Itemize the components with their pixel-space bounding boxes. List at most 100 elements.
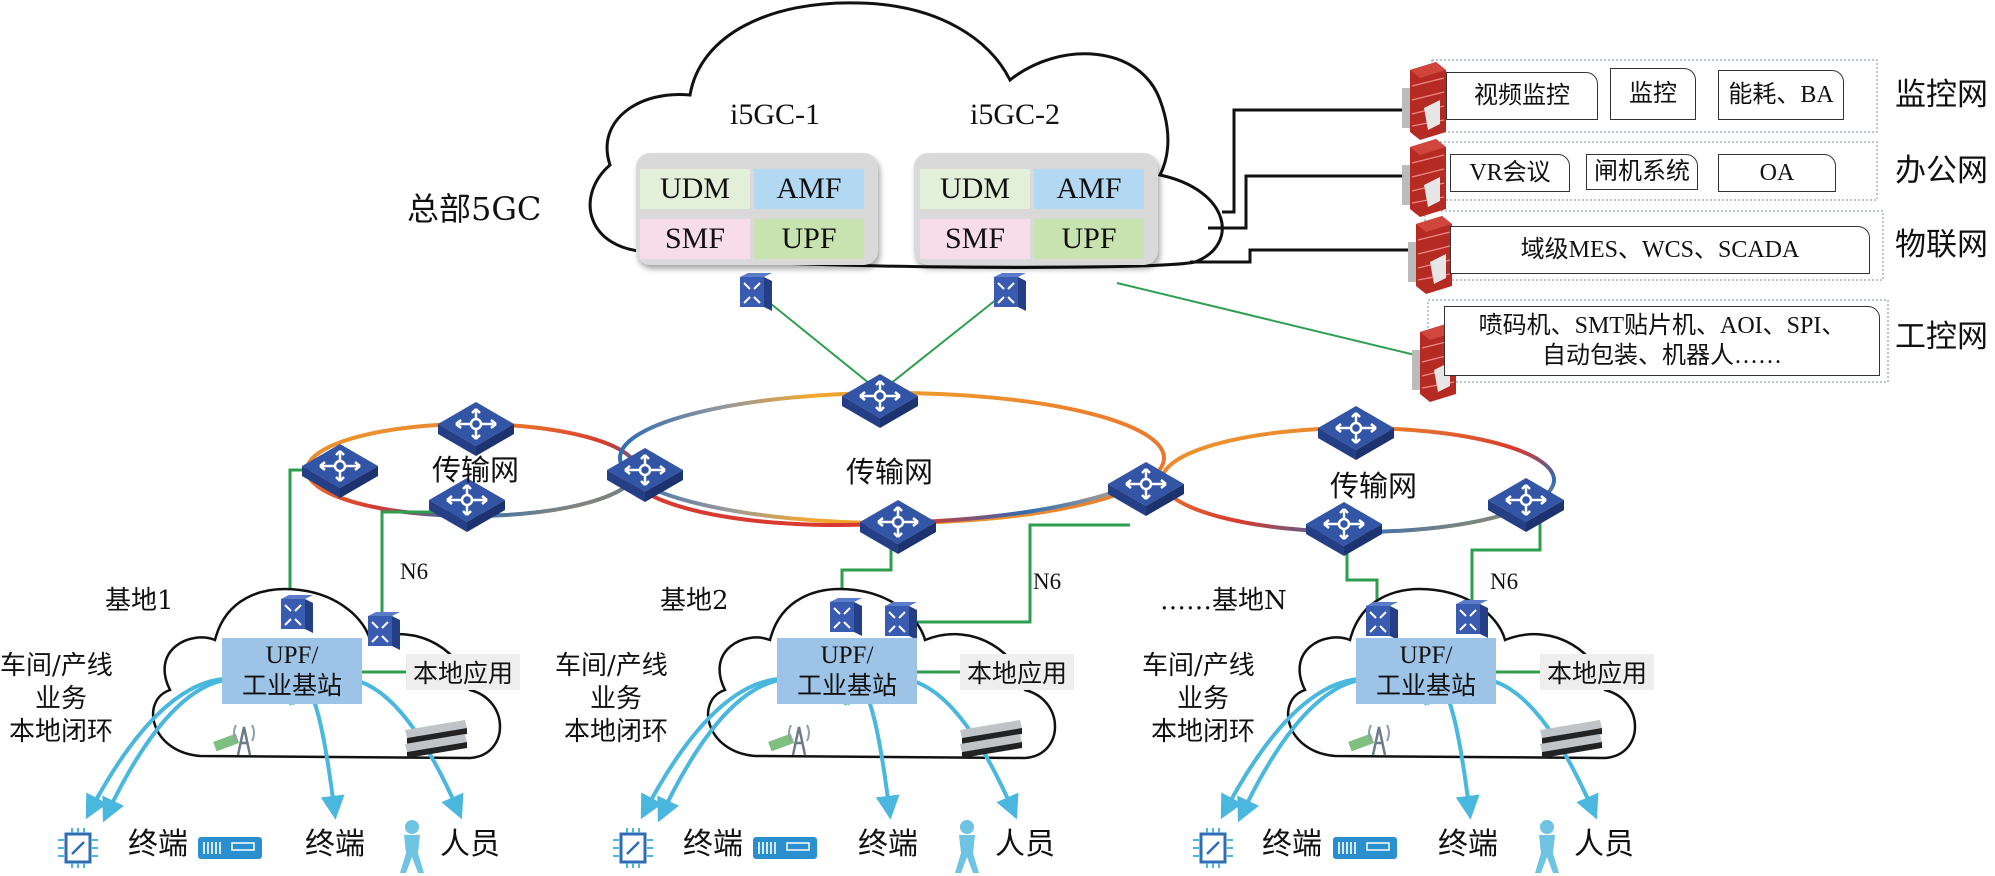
base-2-local-app: 本地应用 — [960, 654, 1074, 690]
net-frame-industrial — [1427, 299, 1889, 383]
router-right-bottom-icon — [1304, 500, 1384, 558]
ring-right-label: 传输网 — [1330, 469, 1418, 503]
base-1-switch-1-icon — [280, 594, 314, 634]
base-1-n6-label: N6 — [400, 559, 429, 584]
app-vr-meeting: VR会议 — [1450, 154, 1570, 192]
base-icons — [58, 594, 1602, 873]
app-monitoring: 监控 — [1610, 68, 1696, 120]
net-label-industrial: 工控网 — [1895, 319, 1988, 355]
base-1-upf-line-2: 工业基站 — [241, 673, 342, 700]
hq-switch-1-icon — [739, 272, 773, 312]
app-gate-system: 闸机系统 — [1586, 154, 1698, 190]
firewall-iot-icon — [1407, 215, 1453, 295]
base-3-local-app: 本地应用 — [1540, 654, 1654, 690]
hq-label: 总部5GC — [407, 190, 542, 228]
core-2-box: UDM AMF SMF UPF — [914, 153, 1158, 265]
router-left-top-icon — [436, 400, 516, 458]
core-2-smf: SMF — [920, 219, 1030, 259]
base-1-loop-line-2: 业务 — [35, 684, 88, 714]
core-1-udm: UDM — [640, 169, 750, 209]
base-2-upf-line-2: 工业基站 — [796, 673, 897, 700]
core-2-title: i5GC-2 — [970, 98, 1060, 131]
base-1-local-app: 本地应用 — [406, 654, 520, 690]
ring-center-label: 传输网 — [846, 455, 934, 489]
app-industrial-line-2: 自动包装、机器人…… — [1542, 343, 1782, 369]
base-3-endpoint-2-label: 终端 — [1438, 827, 1498, 862]
base-3-base-name: ……基地N — [1160, 586, 1287, 616]
base-2-loop-line-3: 本地闭环 — [564, 717, 669, 747]
base-1-loop-line-1: 车间/产线 — [0, 651, 113, 681]
core-2-udm: UDM — [920, 169, 1030, 209]
base-2-endpoint-2-label: 终端 — [858, 827, 918, 862]
app-video-monitoring: 视频监控 — [1446, 72, 1598, 120]
base-3-server-icon — [1540, 720, 1602, 758]
app-mes-wcs-scada: 域级MES、WCS、SCADA — [1450, 226, 1870, 274]
base-3-endpoint-3-label: 人员 — [1574, 827, 1634, 862]
core-2-amf: AMF — [1034, 169, 1144, 209]
base-2-endpoint-1-label: 终端 — [683, 827, 743, 862]
base-3-device-terminal-icon — [1333, 837, 1397, 859]
base-3-switch-2-icon — [1455, 599, 1489, 639]
base-3-loop-line-3: 本地闭环 — [1151, 717, 1256, 747]
base-1-loop-line-3: 本地闭环 — [9, 717, 114, 747]
base-1-upf-line-1: UPF/ — [265, 641, 319, 669]
base-3-n6-label: N6 — [1490, 569, 1519, 594]
base-3-loop-line-1: 车间/产线 — [1142, 651, 1255, 681]
base-3-chip-terminal-icon — [1193, 828, 1233, 868]
core-1-smf: SMF — [640, 219, 750, 259]
base-1-base-name: 基地1 — [105, 586, 174, 616]
ring-left-label: 传输网 — [432, 453, 520, 487]
base-1-upf-station: UPF/工业基站 — [222, 638, 362, 704]
router-center-bottom-icon — [858, 498, 938, 556]
core-1-box: UDM AMF SMF UPF — [636, 153, 878, 265]
base-2-upf-station: UPF/工业基站 — [777, 638, 917, 704]
base-1-device-terminal-icon — [198, 837, 262, 859]
base-3-loop-line-2: 业务 — [1177, 684, 1230, 714]
core-1-title: i5GC-1 — [730, 98, 820, 131]
base-1-chip-terminal-icon — [58, 828, 98, 868]
base-3-endpoint-1-label: 终端 — [1262, 827, 1322, 862]
net-label-office: 办公网 — [1895, 153, 1988, 189]
hq-uplink-2 — [879, 294, 1003, 393]
base-1-switch-2-icon — [367, 611, 401, 651]
base-2-upf-line-1: UPF/ — [820, 641, 874, 669]
router-left-west-icon — [300, 442, 380, 500]
hq-switch-2-icon — [993, 272, 1027, 312]
hq-uplink-1 — [759, 294, 881, 393]
core-2-upf: UPF — [1034, 219, 1144, 259]
base-3-upf-line-1: UPF/ — [1399, 641, 1453, 669]
base-3-base-station-icon — [1348, 724, 1390, 756]
app-industrial-devices: 喷码机、SMT贴片机、AOI、SPI、 自动包装、机器人…… — [1444, 306, 1880, 376]
app-energy-ba: 能耗、BA — [1718, 70, 1844, 120]
core-1-amf: AMF — [754, 169, 864, 209]
base-1-server-icon — [405, 720, 467, 758]
base-1-base-station-icon — [213, 724, 255, 756]
base-2-chip-terminal-icon — [613, 828, 653, 868]
core-1-upf: UPF — [754, 219, 864, 259]
net-label-monitoring: 监控网 — [1895, 77, 1988, 113]
firewall-monitoring-icon — [1401, 61, 1447, 141]
base-2-n6-label: N6 — [1033, 569, 1062, 594]
app-oa: OA — [1718, 154, 1836, 192]
base-2-endpoint-3-label: 人员 — [995, 827, 1055, 862]
base-3-upf-line-2: 工业基站 — [1375, 673, 1476, 700]
router-right-top-icon — [1316, 404, 1396, 462]
base-3-switch-1-icon — [1365, 601, 1399, 641]
base-3-upf-station: UPF/工业基站 — [1356, 638, 1496, 704]
base-2-person-icon — [955, 820, 979, 873]
app-industrial-line-1: 喷码机、SMT贴片机、AOI、SPI、 — [1478, 313, 1846, 339]
base-2-loop-line-2: 业务 — [590, 684, 643, 714]
base-2-base-station-icon — [768, 724, 810, 756]
router-center-top-icon — [840, 372, 920, 430]
base-1-person-icon — [400, 820, 424, 873]
base-2-switch-2-icon — [884, 601, 918, 641]
net-frame-iot — [1424, 210, 1884, 281]
hq-industrial-link — [1116, 282, 1416, 356]
base-1-endpoint-3-label: 人员 — [440, 827, 500, 862]
base-1-endpoint-1-label: 终端 — [128, 827, 188, 862]
hq-firewall-links — [1190, 108, 1410, 264]
base-2-server-icon — [960, 720, 1022, 758]
router-junction-right-icon — [1106, 460, 1186, 518]
